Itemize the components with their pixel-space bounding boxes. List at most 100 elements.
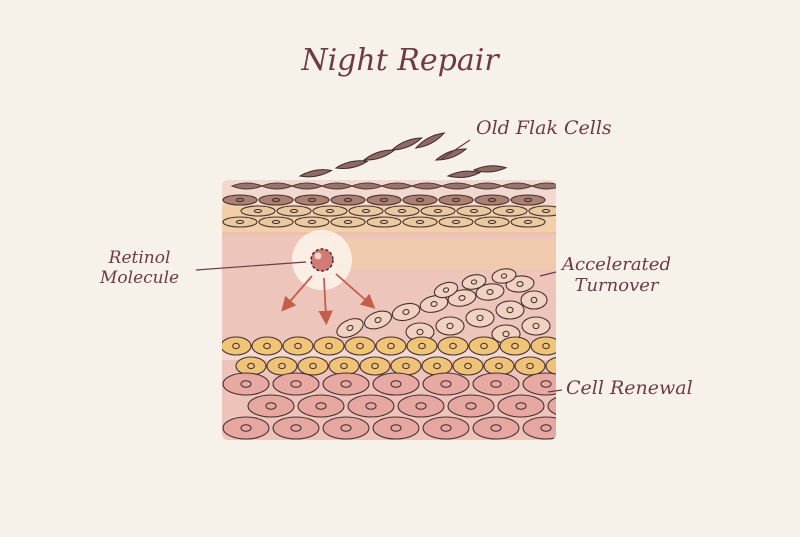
cell-nucleus (442, 287, 450, 293)
cell-body (347, 394, 395, 418)
cell-body (435, 316, 465, 336)
cell-body (468, 336, 500, 356)
cell-nucleus (232, 342, 240, 350)
cell-nucleus (371, 362, 379, 370)
cell-body (348, 205, 384, 217)
cell-nucleus (271, 198, 281, 202)
renewal-cell (222, 416, 270, 440)
cell-body (390, 356, 422, 376)
cell-body (472, 416, 520, 440)
cell-nucleus (451, 198, 461, 202)
flat-cell (474, 194, 510, 206)
cell-body (522, 416, 556, 440)
cell-body (520, 290, 548, 310)
flat-cell (294, 216, 330, 228)
renewal-cell (497, 394, 545, 418)
flat-cell (258, 194, 294, 206)
label-accelerated-line2: Turnover (574, 274, 659, 296)
cell-body (222, 336, 252, 356)
cell-body (461, 274, 487, 290)
flat-cell (384, 205, 420, 217)
cell-nucleus (464, 362, 472, 370)
cell-body (330, 216, 366, 228)
cell-body (475, 283, 505, 301)
gold-cell (390, 356, 422, 376)
flat-cell (420, 205, 456, 217)
old-flake-cell (298, 169, 333, 178)
gold-cell (530, 336, 556, 356)
renewal-cell (222, 372, 270, 396)
gold-cell (545, 356, 556, 376)
cell-body (330, 194, 366, 206)
label-retinol-line1: Retinol (108, 248, 171, 268)
cell-nucleus (433, 362, 441, 370)
flat-cell (510, 194, 546, 206)
gold-cell (499, 336, 531, 356)
renewal-cell (472, 372, 520, 396)
cell-body (222, 194, 258, 206)
cell-nucleus (365, 402, 377, 410)
leader-retinol (195, 261, 307, 271)
cell-body (483, 356, 515, 376)
molecule-body (310, 248, 334, 272)
cell-body (474, 194, 510, 206)
cell-body (497, 394, 545, 418)
flat-cell (240, 205, 276, 217)
cell-body (344, 336, 376, 356)
cell-body (297, 356, 329, 376)
cell-nucleus (379, 198, 389, 202)
cell-body (456, 205, 492, 217)
cell-body (528, 205, 556, 217)
flat-cell (330, 216, 366, 228)
cell-body (336, 318, 364, 338)
old-flake-cell (362, 149, 396, 161)
cell-body (276, 205, 312, 217)
molecule-highlight (314, 252, 322, 260)
cell-body (491, 268, 517, 284)
renewal-cell (447, 394, 495, 418)
cell-body (235, 356, 267, 376)
cell-body (366, 216, 402, 228)
rising-cell (435, 316, 465, 336)
cell-body (433, 281, 459, 299)
gold-cell (344, 336, 376, 356)
top-flakes (230, 182, 556, 190)
cell-nucleus (397, 209, 407, 213)
detaching-old-cells (298, 132, 508, 179)
cell-body (510, 194, 546, 206)
cell-nucleus (465, 402, 477, 410)
cell-body (222, 416, 270, 440)
cell-nucleus (356, 342, 364, 350)
cell-nucleus (516, 281, 524, 287)
rising-cell (433, 281, 459, 299)
cell-body (447, 394, 495, 418)
gold-cell (421, 356, 453, 376)
renewal-cell (522, 372, 556, 396)
cell-body (240, 205, 276, 217)
cell-nucleus (402, 362, 410, 370)
cell-body (294, 216, 330, 228)
renewal-cell (422, 372, 470, 396)
cell-nucleus (511, 342, 519, 350)
cell-nucleus (278, 362, 286, 370)
renewal-cell (322, 372, 370, 396)
cell-nucleus (247, 362, 255, 370)
cell-nucleus (343, 220, 353, 224)
cell-nucleus (415, 220, 425, 224)
cell-nucleus (540, 380, 552, 388)
cell-nucleus (430, 301, 438, 307)
flat-cell (492, 205, 528, 217)
cell-body (422, 416, 470, 440)
cell-body (421, 356, 453, 376)
cell-nucleus (361, 209, 371, 213)
cell-nucleus (379, 220, 389, 224)
cell-body (406, 336, 438, 356)
label-retinol-line2: Molecule (100, 267, 180, 288)
leader-lines (195, 139, 563, 393)
cell-body (472, 372, 520, 396)
cell-nucleus (495, 362, 503, 370)
flat-cell (222, 216, 258, 228)
cell-body (402, 216, 438, 228)
old-flake-cell (390, 137, 423, 151)
